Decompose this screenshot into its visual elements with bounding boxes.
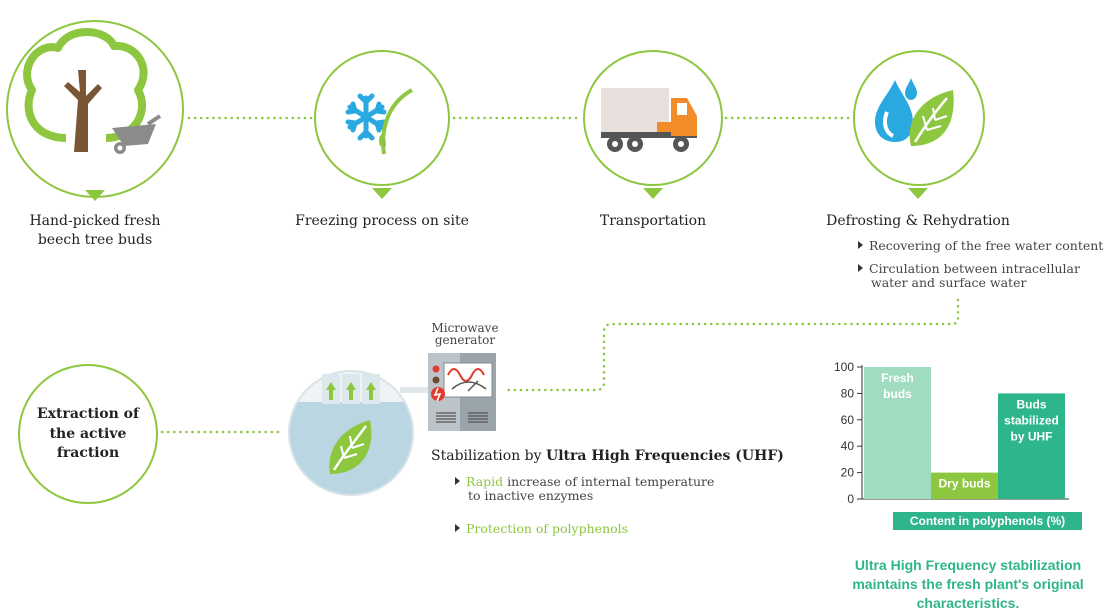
truck-icon (601, 88, 697, 152)
chart-xlabel: Content in polyphenols (%) (893, 512, 1082, 530)
bar-label: Buds (1017, 397, 1047, 411)
step-2-arrow (372, 188, 392, 199)
conclusion-text: Ultra High Frequency stabilization maint… (852, 557, 1084, 611)
microwave-label: Microwave generator (431, 321, 499, 347)
step-1-arrow (85, 190, 105, 201)
bullet-marker-icon (455, 524, 460, 532)
bar-label: Fresh (881, 371, 914, 385)
bar-label: by UHF (1011, 429, 1053, 443)
uhf-bullet-2: Protection of polyphenols (455, 522, 755, 536)
y-tick-label: 100 (834, 360, 854, 374)
step-4-arrow (908, 188, 928, 199)
microwave-generator-icon (400, 353, 496, 431)
bar-label: stabilized (1004, 413, 1059, 427)
step-3-arrow (643, 188, 663, 199)
bar-1 (931, 472, 998, 499)
step-1-label: Hand-picked fresh beech tree buds (29, 213, 161, 248)
snowflake-icon (345, 88, 414, 155)
y-tick-label: 20 (841, 466, 855, 480)
step-2-circle (314, 50, 450, 186)
bullet-marker-icon (858, 264, 863, 272)
bar-2 (998, 393, 1065, 499)
y-tick-label: 0 (847, 492, 854, 506)
step-3-label: Transportation (599, 213, 707, 229)
step-4-label: Defrosting & Rehydration (826, 213, 1010, 229)
rehydration-bullet-2: Circulation between intracellular water … (858, 262, 1111, 290)
bar-label: Dry buds (938, 477, 990, 491)
extraction-circle (18, 364, 158, 504)
tree-with-wheelbarrow-icon (23, 28, 162, 154)
bullet-marker-icon (455, 477, 460, 485)
rehydration-bullet-1: Recovering of the free water content (858, 239, 1111, 253)
bar-label: buds (883, 387, 912, 401)
stabilization-sphere-icon (288, 370, 414, 496)
y-tick-label: 40 (841, 439, 855, 453)
extraction-label: Extraction of the active fraction (37, 406, 139, 461)
bullet-marker-icon (858, 241, 863, 249)
y-tick-label: 80 (841, 386, 855, 400)
y-tick-label: 60 (841, 413, 855, 427)
bar-0 (864, 367, 931, 499)
uhf-bullet-1: Rapid increase of internal temperature t… (455, 475, 755, 503)
step-2-label: Freezing process on site (295, 213, 469, 229)
uhf-title: Stabilization by Ultra High Frequencies … (431, 448, 784, 464)
water-drops-leaf-icon (875, 78, 954, 146)
